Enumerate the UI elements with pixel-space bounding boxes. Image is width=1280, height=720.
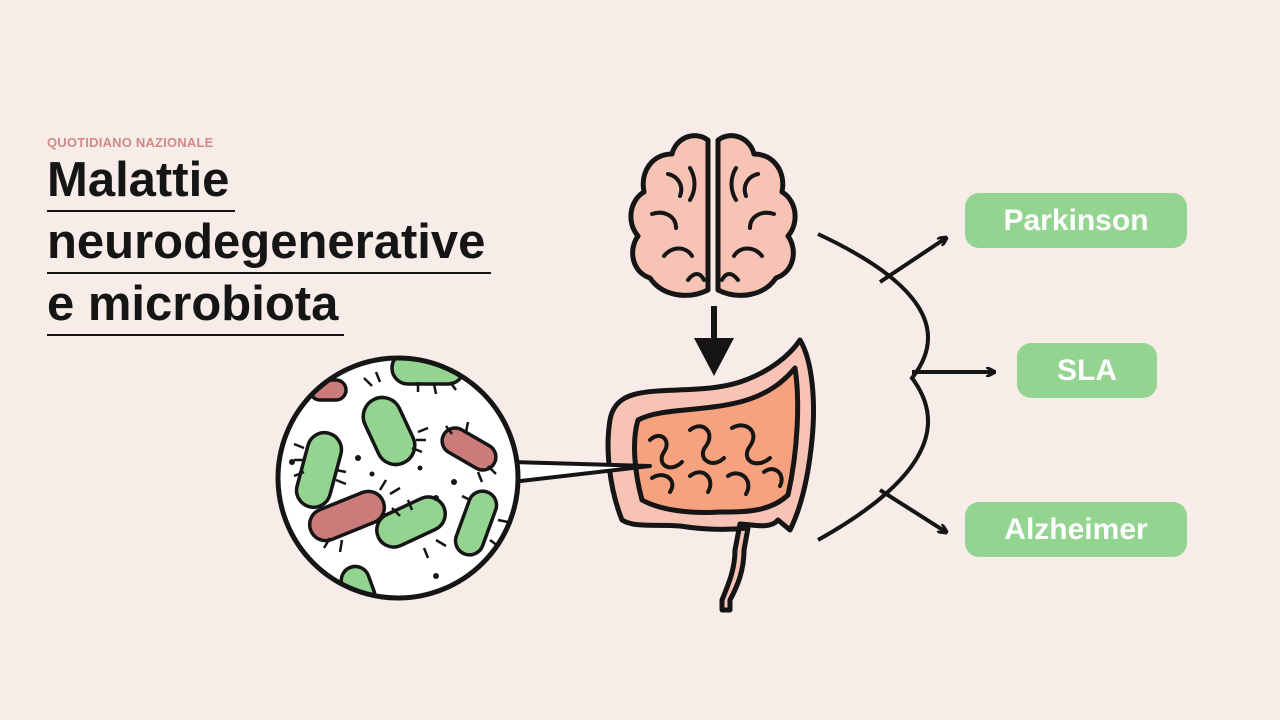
brain-icon bbox=[628, 133, 798, 298]
page-title: Malattie neurodegenerative e microbiota bbox=[47, 150, 492, 336]
bacterium-green bbox=[375, 495, 447, 549]
source-label: QUOTIDIANO NAZIONALE bbox=[47, 135, 214, 150]
bacterium-red bbox=[307, 489, 387, 543]
bacterium-green bbox=[361, 395, 417, 467]
title-line-1: Malattie bbox=[47, 150, 236, 212]
intestine-icon bbox=[605, 337, 816, 613]
bacterium-green bbox=[453, 489, 499, 557]
bacteria-magnifier bbox=[275, 355, 521, 601]
title-line-3: e microbiota bbox=[47, 274, 345, 336]
arrow-icon bbox=[817, 232, 994, 542]
disease-parkinson: Parkinson bbox=[965, 193, 1187, 248]
disease-alzheimer: Alzheimer bbox=[965, 502, 1187, 557]
disease-sla: SLA bbox=[1017, 343, 1157, 398]
bacterium-green bbox=[294, 430, 344, 510]
down-arrow-icon bbox=[694, 306, 734, 376]
title-line-2: neurodegenerative bbox=[47, 212, 492, 274]
bacterium-red bbox=[440, 426, 498, 472]
